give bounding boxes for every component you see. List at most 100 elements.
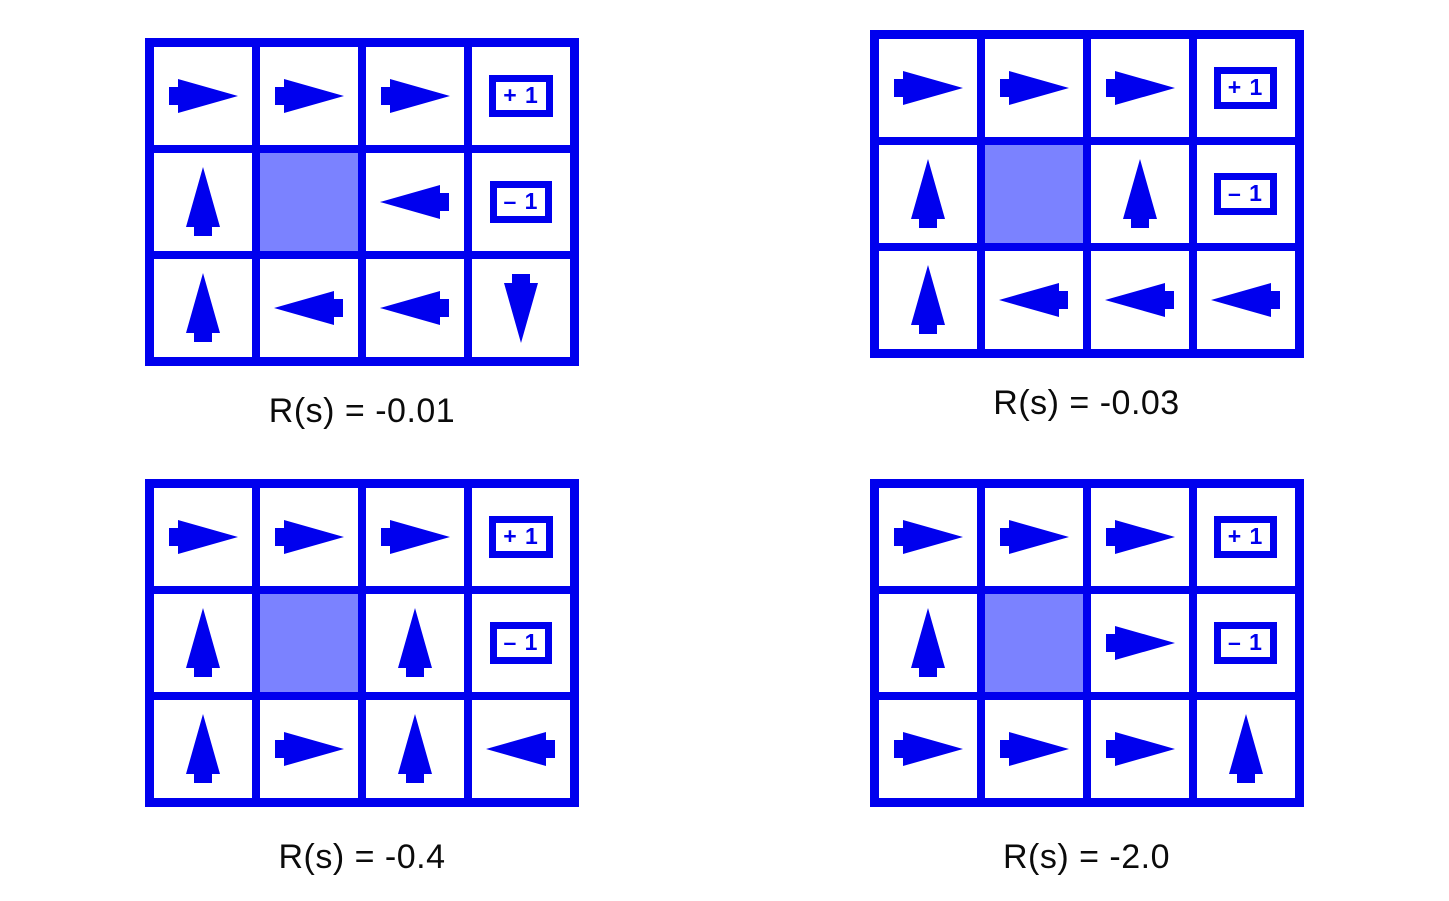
arrow-right-icon: [272, 726, 346, 772]
reward-badge-positive: + 1: [489, 516, 553, 558]
arrow-right-icon: [891, 514, 965, 560]
grid-cell-terminal-negative: – 1: [472, 153, 570, 251]
reward-badge-negative: – 1: [489, 622, 553, 664]
gridworld-grid-panel-r-04: + 1 – 1: [145, 479, 579, 807]
arrow-left-icon: [378, 285, 452, 331]
reward-badge-positive: + 1: [1213, 516, 1278, 558]
arrow-right-icon: [378, 514, 452, 560]
grid-cell-action-up: [366, 700, 464, 798]
grid-cell-terminal-positive: + 1: [472, 488, 570, 586]
arrow-right-icon: [997, 726, 1071, 772]
policy-panel: + 1 – 1 R(s) = -0.4: [0, 450, 724, 901]
grid-cell-action-up: [878, 145, 977, 243]
grid-cell-action-right: [366, 47, 464, 145]
arrow-left-icon: [997, 277, 1071, 323]
policy-panel: + 1 – 1 R(s) = -0.01: [0, 0, 724, 450]
grid-cell-action-up: [154, 594, 252, 692]
arrow-right-icon: [997, 514, 1071, 560]
grid-cell-wall: [260, 594, 358, 692]
grid-cell-action-left: [1090, 251, 1189, 349]
arrow-right-icon: [997, 65, 1071, 111]
grid-cell-terminal-positive: + 1: [1196, 39, 1295, 137]
reward-badge-negative: – 1: [1214, 173, 1277, 215]
arrow-up-icon: [1223, 712, 1269, 786]
grid-cell-action-up: [878, 251, 977, 349]
grid-cell-action-right: [1090, 700, 1189, 798]
arrow-up-icon: [180, 712, 226, 786]
grid-cell-action-left: [366, 259, 464, 357]
grid-cell-terminal-negative: – 1: [472, 594, 570, 692]
panel-caption: R(s) = -0.03: [993, 384, 1180, 422]
arrow-left-icon: [1103, 277, 1177, 323]
grid-cell-action-up: [154, 153, 252, 251]
policy-panel: + 1 – 1 R(s) = -2.0: [724, 450, 1449, 901]
reward-badge-positive: + 1: [489, 75, 553, 117]
grid-cell-action-left: [366, 153, 464, 251]
grid-cell-action-up: [154, 700, 252, 798]
grid-cell-terminal-negative: – 1: [1196, 594, 1295, 692]
arrow-right-icon: [272, 514, 346, 560]
grid-cell-action-right: [260, 488, 358, 586]
arrow-up-icon: [905, 263, 951, 337]
arrow-left-icon: [378, 179, 452, 225]
arrow-up-icon: [905, 606, 951, 680]
grid-cell-action-left: [1196, 251, 1295, 349]
grid-cell-action-right: [1090, 39, 1189, 137]
grid-cell-wall: [984, 594, 1083, 692]
grid-cell-action-right: [260, 700, 358, 798]
gridworld-grid-panel-r-20: + 1 – 1: [869, 479, 1304, 807]
arrow-right-icon: [1103, 65, 1177, 111]
gridworld-grid-panel-r-003: + 1 – 1: [869, 30, 1304, 358]
reward-badge-positive: + 1: [1213, 67, 1278, 109]
arrow-up-icon: [905, 157, 951, 231]
arrow-up-icon: [1117, 157, 1163, 231]
grid-cell-action-down: [472, 259, 570, 357]
reward-badge-negative: – 1: [1214, 622, 1277, 664]
grid-cell-action-right: [154, 47, 252, 145]
grid-cell-action-up: [154, 259, 252, 357]
gridworld-grid-panel-r-001: + 1 – 1: [145, 38, 579, 366]
grid-cell-action-left: [260, 259, 358, 357]
grid-cell-terminal-positive: + 1: [472, 47, 570, 145]
arrow-right-icon: [891, 65, 965, 111]
grid-cell-action-up: [878, 594, 977, 692]
grid-cell-wall: [984, 145, 1083, 243]
arrow-right-icon: [272, 73, 346, 119]
arrow-right-icon: [1103, 514, 1177, 560]
grid-cell-action-right: [154, 488, 252, 586]
grid-cell-action-right: [366, 488, 464, 586]
grid-cell-terminal-negative: – 1: [1196, 145, 1295, 243]
grid-cell-action-right: [1090, 488, 1189, 586]
grid-cell-action-up: [366, 594, 464, 692]
grid-cell-action-right: [984, 700, 1083, 798]
arrow-right-icon: [1103, 620, 1177, 666]
arrow-right-icon: [166, 73, 240, 119]
grid-cell-action-right: [878, 39, 977, 137]
grid-cell-action-right: [984, 488, 1083, 586]
arrow-right-icon: [891, 726, 965, 772]
grid-cell-action-right: [878, 488, 977, 586]
grid-cell-action-right: [1090, 594, 1189, 692]
arrow-up-icon: [392, 712, 438, 786]
arrow-up-icon: [180, 165, 226, 239]
panel-caption: R(s) = -0.4: [278, 838, 446, 876]
arrow-up-icon: [180, 606, 226, 680]
arrow-left-icon: [1209, 277, 1283, 323]
panel-caption: R(s) = -0.01: [268, 392, 456, 430]
arrow-up-icon: [180, 271, 226, 345]
reward-badge-negative: – 1: [489, 181, 553, 223]
panel-caption: R(s) = -2.0: [1002, 838, 1171, 876]
grid-cell-wall: [260, 153, 358, 251]
policy-panel: + 1 – 1 R(s) = -0.03: [724, 0, 1449, 450]
grid-cell-action-right: [878, 700, 977, 798]
grid-cell-action-left: [984, 251, 1083, 349]
arrow-right-icon: [1103, 726, 1177, 772]
arrow-up-icon: [392, 606, 438, 680]
grid-cell-action-right: [260, 47, 358, 145]
arrow-left-icon: [484, 726, 558, 772]
arrow-down-icon: [498, 271, 544, 345]
grid-cell-action-left: [472, 700, 570, 798]
grid-cell-action-up: [1196, 700, 1295, 798]
arrow-left-icon: [272, 285, 346, 331]
